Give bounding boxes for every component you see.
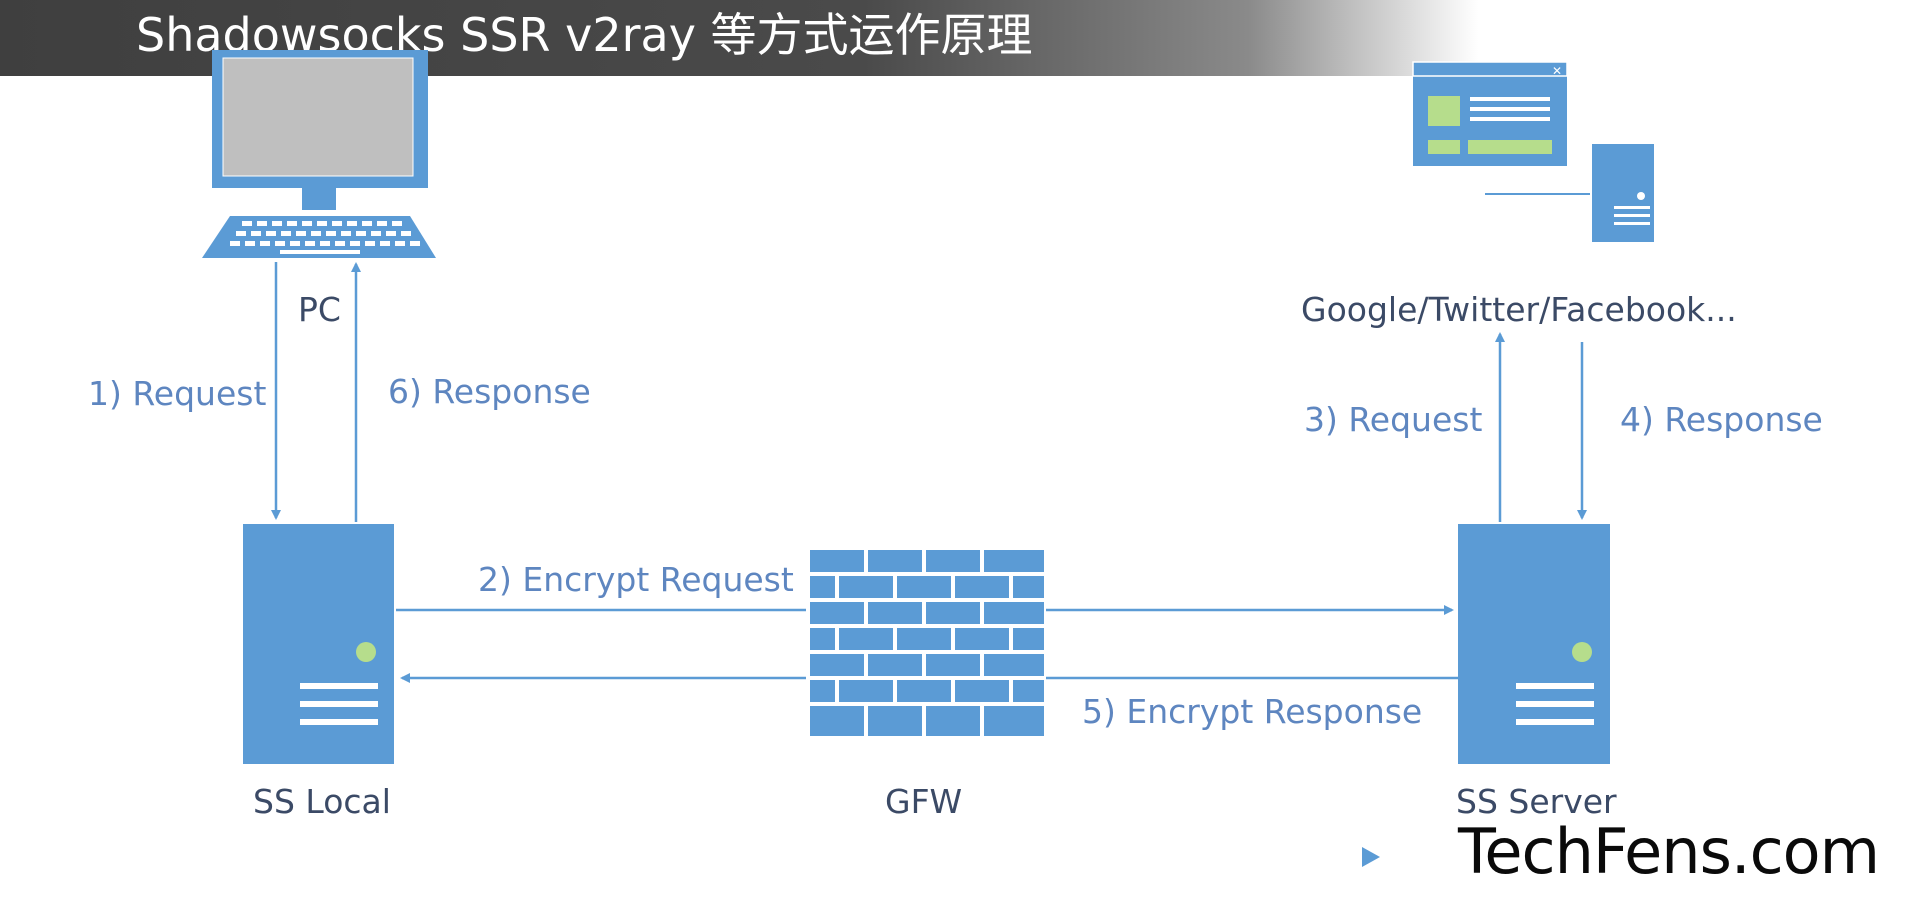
- ss-server-label: SS Server: [1456, 782, 1617, 821]
- web-server-icon: [1592, 144, 1654, 242]
- pc-label: PC: [298, 290, 341, 329]
- keyboard-icon: [202, 216, 436, 258]
- step1-label: 1) Request: [88, 374, 267, 413]
- watermark-text: TechFens.com: [1458, 815, 1880, 888]
- ss-server-icon: [1458, 524, 1610, 764]
- play-icon: [1362, 847, 1380, 867]
- step4-label: 4) Response: [1620, 400, 1823, 439]
- firewall-icon: [806, 548, 1046, 738]
- monitor-icon: [212, 50, 428, 210]
- step6-label: 6) Response: [388, 372, 591, 411]
- step3-label: 3) Request: [1304, 400, 1483, 439]
- step2-label: 2) Encrypt Request: [478, 560, 794, 599]
- step5-label: 5) Encrypt Response: [1082, 692, 1423, 731]
- websites-label: Google/Twitter/Facebook...: [1301, 290, 1737, 329]
- svg-text:✕: ✕: [1552, 64, 1562, 78]
- ss-local-server-icon: [243, 524, 394, 764]
- website-window-icon: ✕: [1412, 61, 1590, 195]
- gfw-label: GFW: [885, 782, 963, 821]
- ss-local-label: SS Local: [253, 782, 391, 821]
